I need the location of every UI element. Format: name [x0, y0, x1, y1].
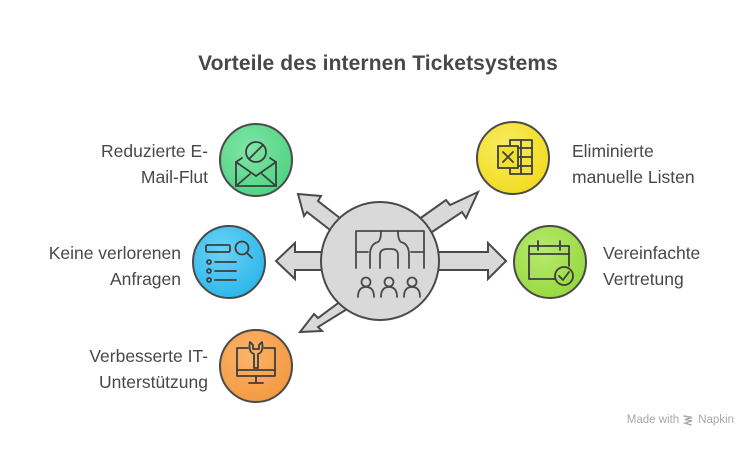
label-line: Keine verlorenen	[48, 243, 181, 263]
label-line: Verbesserte IT-	[89, 346, 208, 366]
label-line: Mail-Flut	[140, 167, 208, 187]
calendar-check-icon	[528, 240, 574, 286]
item-email-node	[219, 123, 293, 197]
diagram-title: Vorteile des internen Ticketsystems	[198, 52, 558, 75]
napkin-brand-text: Napkin	[698, 414, 734, 426]
label-no-lost-requests: Keine verlorenen Anfragen	[49, 240, 181, 292]
made-with-text: Made with	[626, 414, 680, 426]
label-line: Vereinfachte	[603, 243, 701, 263]
label-line: Anfragen	[109, 269, 181, 289]
label-line: Unterstützung	[99, 372, 208, 392]
center-hub	[320, 201, 440, 321]
label-line: Reduzierte E-	[101, 141, 208, 161]
list-search-icon	[205, 240, 253, 283]
item-support-node	[219, 329, 293, 403]
arrows	[274, 189, 508, 334]
label-line: manuelle Listen	[572, 167, 695, 187]
item-requests-node	[192, 225, 266, 299]
label-eliminated-lists: Eliminierte manuelle Listen	[572, 138, 695, 190]
org-structure-people-icon	[355, 230, 425, 298]
label-improved-it-support: Verbesserte IT- Unterstützung	[89, 343, 208, 395]
item-lists-node	[476, 121, 550, 195]
monitor-wrench-icon	[236, 341, 276, 384]
envelope-blocked-icon	[235, 141, 277, 187]
spreadsheet-x-icon	[497, 139, 533, 175]
label-reduced-email: Reduzierte E- Mail-Flut	[101, 138, 208, 190]
napkin-watermark[interactable]: Made with Napkin	[627, 414, 734, 426]
item-substitution-node	[513, 225, 587, 299]
label-simplified-substitution: Vereinfachte Vertretung	[603, 240, 700, 292]
napkin-logo-icon	[683, 415, 693, 426]
label-line: Vertretung	[603, 269, 684, 289]
label-line: Eliminierte	[572, 141, 654, 161]
